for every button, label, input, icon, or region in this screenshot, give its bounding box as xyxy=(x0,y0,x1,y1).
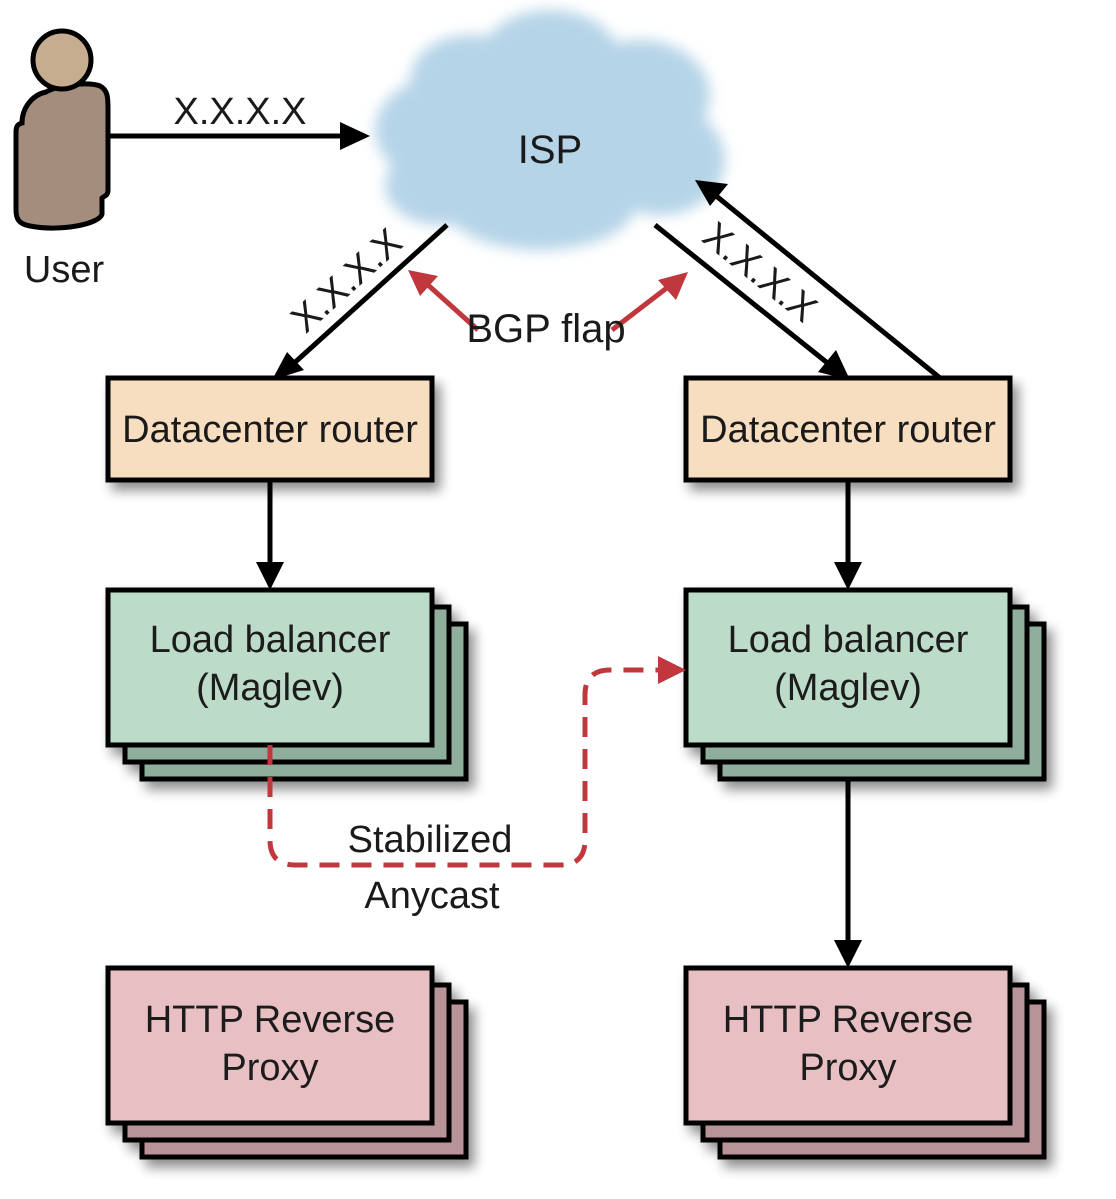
edge-stabilized-anycast: Stabilized Anycast xyxy=(267,656,686,917)
edge-isp-to-router-right: X.X.X.X xyxy=(653,214,850,380)
arrowhead-icon xyxy=(272,352,304,380)
proxy-right[interactable]: HTTP Reverse Proxy xyxy=(683,965,1047,1160)
proxy-left-line1: HTTP Reverse xyxy=(145,999,396,1041)
proxy-right-line1: HTTP Reverse xyxy=(723,999,974,1041)
anycast-label-line1: Stabilized xyxy=(348,819,513,861)
proxy-left-line2: Proxy xyxy=(221,1047,318,1089)
anycast-label-line2: Anycast xyxy=(364,875,500,917)
arrowhead-icon xyxy=(695,180,728,206)
proxy-right-line2: Proxy xyxy=(799,1047,896,1089)
isp-cloud: ISP xyxy=(375,10,725,250)
proxy-left[interactable]: HTTP Reverse Proxy xyxy=(105,965,469,1160)
user-icon: User xyxy=(13,28,111,291)
lb-left-line1: Load balancer xyxy=(150,619,391,661)
user-label: User xyxy=(24,249,105,291)
load-balancer-left[interactable]: Load balancer (Maglev) xyxy=(105,587,469,782)
edge-user-to-isp: X.X.X.X xyxy=(108,91,370,150)
arrowhead-icon xyxy=(834,940,862,968)
router-left-label: Datacenter router xyxy=(122,409,418,451)
edge-router-left-to-lb xyxy=(256,482,284,590)
router-right-label: Datacenter router xyxy=(700,409,996,451)
edge-isp-to-router-left: X.X.X.X xyxy=(272,221,449,380)
edge-lb-right-to-proxy xyxy=(834,780,862,968)
arrowhead-icon xyxy=(834,562,862,590)
router-left[interactable]: Datacenter router xyxy=(105,375,435,483)
arrowhead-icon xyxy=(256,562,284,590)
isp-label: ISP xyxy=(518,128,582,172)
edge-label: X.X.X.X xyxy=(173,91,306,133)
arrowhead-icon xyxy=(818,350,850,380)
load-balancer-right[interactable]: Load balancer (Maglev) xyxy=(683,587,1047,782)
bgp-flap: BGP flap xyxy=(408,270,688,351)
bgp-flap-label: BGP flap xyxy=(466,307,625,351)
router-right[interactable]: Datacenter router xyxy=(683,375,1013,483)
edge-label: X.X.X.X xyxy=(283,221,410,341)
edge-router-right-to-isp xyxy=(695,180,942,380)
lb-right-line1: Load balancer xyxy=(728,619,969,661)
lb-left-line2: (Maglev) xyxy=(196,667,344,709)
arrowhead-icon xyxy=(340,122,370,150)
lb-right-line2: (Maglev) xyxy=(774,667,922,709)
edge-router-right-to-lb xyxy=(834,482,862,590)
